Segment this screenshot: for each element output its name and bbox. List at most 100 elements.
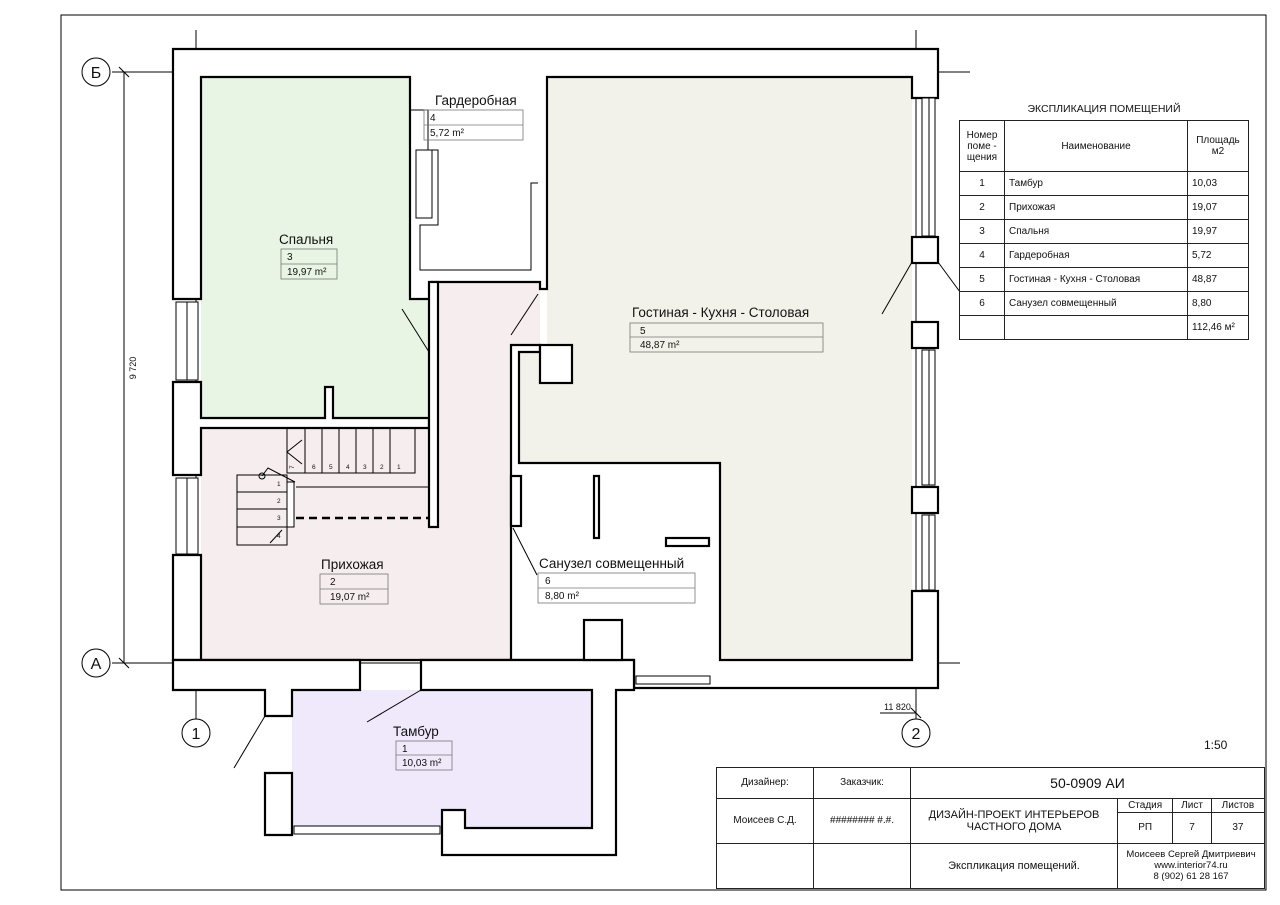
room-fill-hall xyxy=(201,282,540,660)
customer-name: ######## #.#. xyxy=(813,797,911,844)
room-tag-wardrobe: Гардеробная 4 5,72 m² xyxy=(423,93,524,141)
room-tag-hall: Прихожая 2 19,07 m² xyxy=(319,557,389,605)
drawing-scale: 1:50 xyxy=(1204,738,1228,752)
wall-hall-bedroom xyxy=(427,280,440,529)
stair-step-u5: 2 xyxy=(380,464,384,471)
wall-north xyxy=(171,47,940,301)
room-name-hall: Прихожая xyxy=(321,557,384,572)
room-tag-bathroom: Санузел совмещенный 6 8,80 m² xyxy=(537,556,696,604)
room-num-living: 5 xyxy=(640,326,646,337)
project-code: 50-0909 АИ xyxy=(910,767,1265,799)
title-block: Дизайнер: Заказчик: 50-0909 АИ Моисеев С… xyxy=(716,767,1266,890)
axis-col-2: 2 xyxy=(912,726,921,743)
explication-col-name: Наименование xyxy=(1004,120,1188,172)
stair-step-u4: 3 xyxy=(363,464,367,471)
pillar-east-3 xyxy=(910,485,940,515)
stage-value: РП xyxy=(1116,812,1174,844)
wall-west-middle xyxy=(171,380,431,477)
sheet-title: Экспликация помещений. xyxy=(910,842,1118,890)
dimension-vertical: 9 720 xyxy=(128,357,138,380)
pillar-east-1 xyxy=(910,235,940,265)
explication-num: 3 xyxy=(959,219,1005,244)
explication-name: Гостиная - Кухня - Столовая xyxy=(1004,267,1188,292)
wall-southwest xyxy=(171,658,362,718)
explication-name: Гардеробная xyxy=(1004,243,1188,268)
explication-col-area: Площадь м2 xyxy=(1187,120,1249,172)
axis-row-a: А xyxy=(91,656,102,673)
wardrobe-niche xyxy=(410,109,538,271)
axis-col-1: 1 xyxy=(192,726,201,743)
room-name-living: Гостиная - Кухня - Столовая xyxy=(632,305,809,320)
room-area-bedroom: 19,97 m² xyxy=(287,267,327,278)
room-num-hall: 2 xyxy=(330,577,336,588)
room-area-wardrobe: 5,72 m² xyxy=(430,128,465,139)
explication-name: Прихожая xyxy=(1004,195,1188,220)
room-num-vestibule: 1 xyxy=(402,744,408,755)
stair-step-u6: 1 xyxy=(397,464,401,471)
author-site: www.interior74.ru xyxy=(1154,860,1228,872)
explication-area: 19,97 xyxy=(1187,219,1249,244)
explication-title: ЭКСПЛИКАЦИЯ ПОМЕЩЕНИЙ xyxy=(1027,103,1181,115)
designer-name: Моисеев С.Д. xyxy=(716,797,814,844)
explication-num: 5 xyxy=(959,267,1005,292)
windows xyxy=(175,97,936,835)
explication-total-row: 112,46 м² xyxy=(959,315,1249,340)
stair-step-u0: 7 xyxy=(289,465,296,469)
room-tag-bedroom: Спальня 3 19,97 m² xyxy=(279,232,338,280)
room-tag-vestibule: Тамбур 1 10,03 m² xyxy=(393,724,453,771)
explication-num: 2 xyxy=(959,195,1005,220)
wall-bath-stub xyxy=(664,536,711,548)
explication-area: 8,80 xyxy=(1187,291,1249,316)
table-row: 2 Прихожая 19,07 xyxy=(959,195,1249,220)
explication-area: 5,72 xyxy=(1187,243,1249,268)
explication-header: Номер поме - щения Наименование Площадь … xyxy=(959,120,1249,172)
room-area-living: 48,87 m² xyxy=(640,340,680,351)
room-num-bathroom: 6 xyxy=(545,576,551,587)
room-area-hall: 19,07 m² xyxy=(330,592,370,603)
explication-num: 4 xyxy=(959,243,1005,268)
stair-step-numbers: 7 6 5 4 3 2 1 1 2 3 4 xyxy=(277,464,401,540)
sheets-value: 37 xyxy=(1210,812,1266,844)
door-swings xyxy=(233,261,961,769)
room-num-bedroom: 3 xyxy=(287,252,293,263)
sheet-label: Лист xyxy=(1172,797,1212,814)
author-name: Моисеев Сергей Дмитриевич xyxy=(1126,849,1256,861)
stair-step-l2: 3 xyxy=(277,515,281,522)
explication-num: 6 xyxy=(959,291,1005,316)
table-row: 6 Санузел совмещенный 8,80 xyxy=(959,291,1249,316)
room-name-bathroom: Санузел совмещенный xyxy=(539,556,684,571)
wardrobe-shelf xyxy=(415,149,433,219)
room-name-vestibule: Тамбур xyxy=(393,724,439,739)
explication-col-num: Номер поме - щения xyxy=(959,120,1005,172)
explication-name: Спальня xyxy=(1004,219,1188,244)
room-area-bathroom: 8,80 m² xyxy=(545,591,580,602)
stair-step-l0: 1 xyxy=(277,481,281,488)
explication-area: 48,87 xyxy=(1187,267,1249,292)
sheets-label: Листов xyxy=(1210,797,1266,814)
stage-label: Стадия xyxy=(1116,797,1174,814)
stair-step-u1: 6 xyxy=(312,464,316,471)
stair-step-u2: 5 xyxy=(329,464,333,471)
explication-area: 19,07 xyxy=(1187,195,1249,220)
room-fill-bedroom xyxy=(201,77,429,418)
wall-bath-partition xyxy=(592,474,601,540)
wall-vestibule-west xyxy=(263,771,294,837)
designer-label: Дизайнер: xyxy=(716,767,814,799)
explication-name: Тамбур xyxy=(1004,171,1188,196)
explication-total: 112,46 м² xyxy=(1187,315,1249,340)
author-phone: 8 (902) 61 28 167 xyxy=(1153,871,1229,883)
explication-name: Санузел совмещенный xyxy=(1004,291,1188,316)
customer-label: Заказчик: xyxy=(813,767,911,799)
room-num-wardrobe: 4 xyxy=(430,113,436,124)
table-row: 1 Тамбур 10,03 xyxy=(959,171,1249,196)
project-title: ДИЗАЙН-ПРОЕКТ ИНТЕРЬЕРОВ ЧАСТНОГО ДОМА xyxy=(910,797,1118,844)
room-fill-living xyxy=(511,77,912,660)
stair-step-l3: 4 xyxy=(277,533,281,540)
table-row: 5 Гостиная - Кухня - Столовая 48,87 xyxy=(959,267,1249,292)
stair-step-u3: 4 xyxy=(346,464,350,471)
explication-num: 1 xyxy=(959,171,1005,196)
bath-shaft xyxy=(582,618,624,662)
room-tag-living: Гостиная - Кухня - Столовая 5 48,87 m² xyxy=(629,305,824,353)
pillar-east-2 xyxy=(910,320,940,350)
